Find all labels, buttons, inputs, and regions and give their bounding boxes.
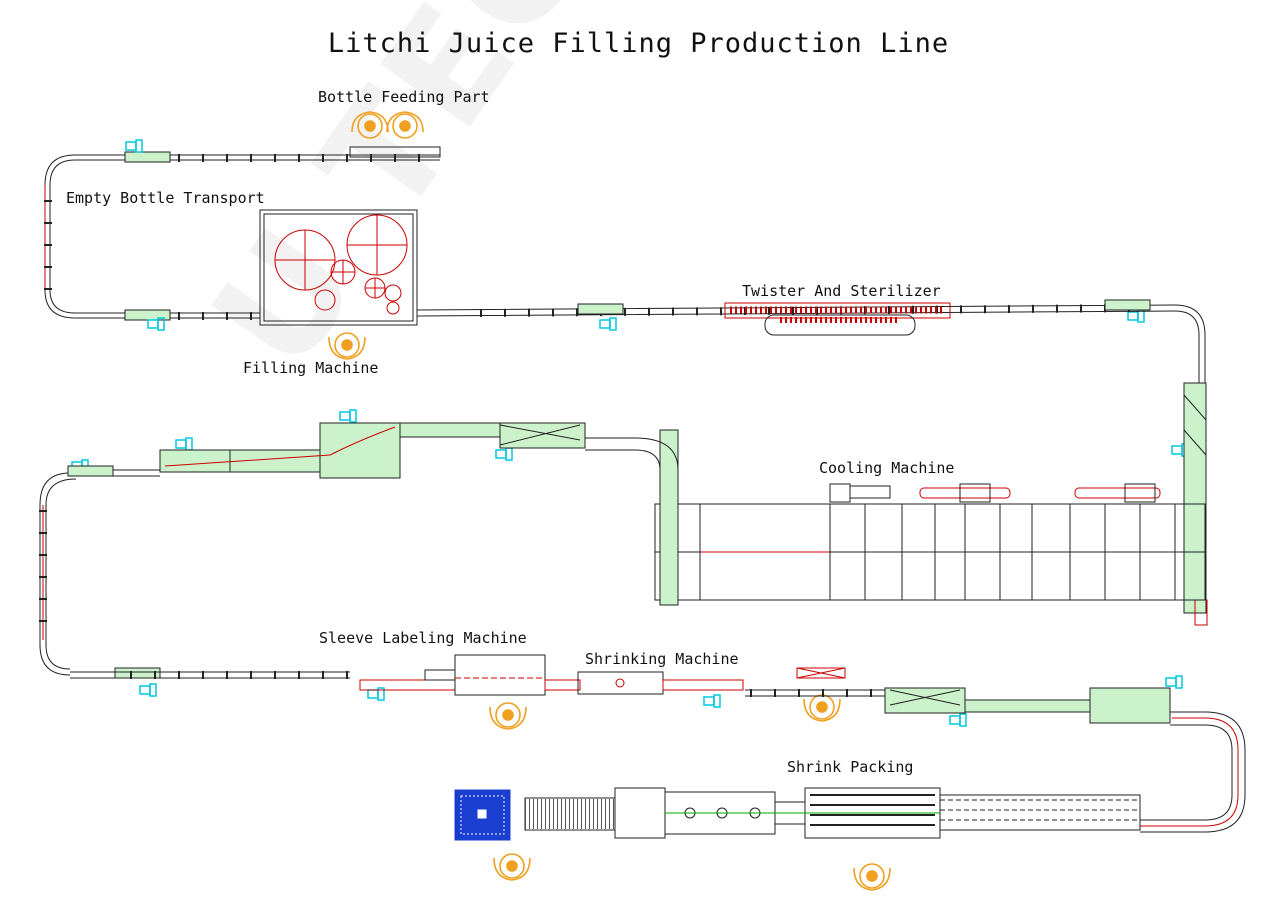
filling-machine-turrets (274, 214, 408, 315)
empty-bottle-conveyor (44, 146, 441, 321)
label-cooling-machine: Cooling Machine (819, 459, 955, 477)
twister-sterilizer (724, 302, 951, 336)
filling-machine (259, 209, 418, 326)
label-shrinking-machine: Shrinking Machine (585, 650, 739, 668)
operator-icon (328, 111, 891, 891)
shrink-packing-machine (454, 787, 1141, 841)
labeling-conveyor (70, 654, 1246, 833)
label-sleeve-labeling: Sleeve Labeling Machine (319, 629, 527, 647)
diagram-title: Litchi Juice Filling Production Line (327, 28, 950, 59)
label-bottle-feeding: Bottle Feeding Part (318, 88, 490, 106)
motor-icon (71, 139, 1189, 727)
label-empty-bottle-transport: Empty Bottle Transport (66, 189, 265, 207)
main-conveyor-right (416, 299, 1206, 385)
label-shrink-packing: Shrink Packing (787, 758, 914, 776)
label-filling-machine: Filling Machine (243, 359, 379, 377)
middle-conveyor (39, 422, 586, 679)
cooling-machine (585, 429, 1206, 606)
label-twister-sterilizer: Twister And Sterilizer (742, 282, 941, 300)
